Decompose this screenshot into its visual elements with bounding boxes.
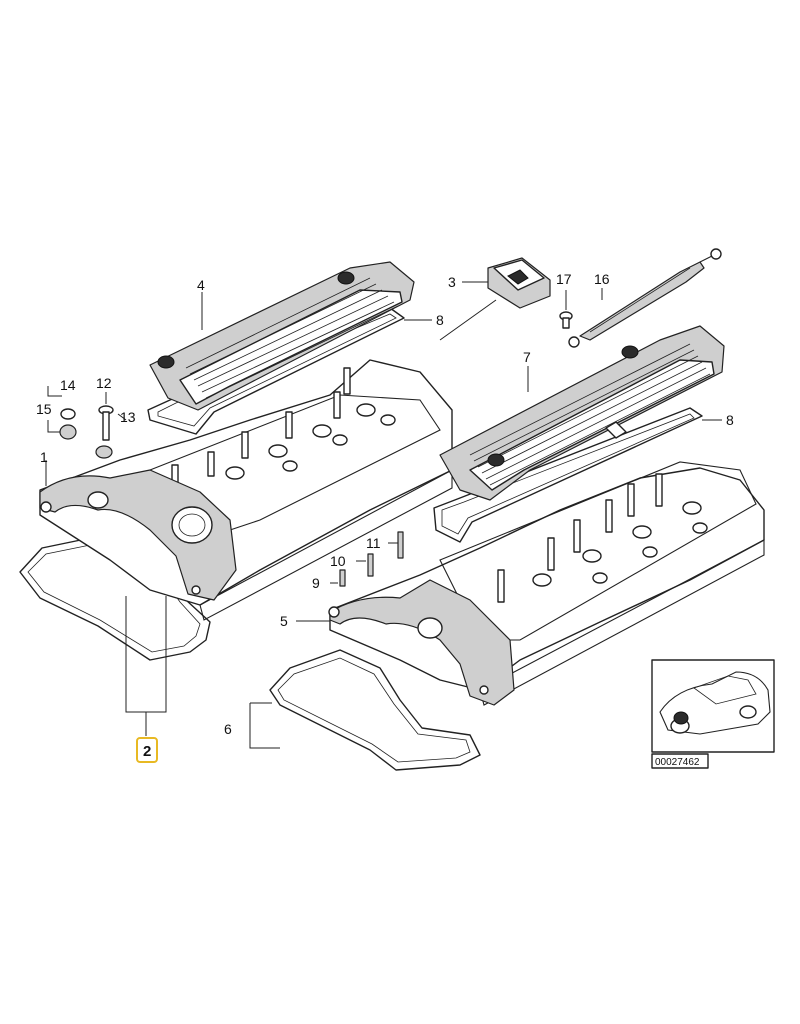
- callout-11: 11: [366, 535, 381, 551]
- callout-1: 1: [40, 449, 48, 465]
- right-gasket: [269, 649, 481, 771]
- oil-filler-cap: [487, 257, 551, 309]
- fastener-set: [59, 405, 114, 459]
- callout-6: 6: [224, 721, 232, 737]
- left-oil-cap-opening: [171, 506, 213, 544]
- callout-12: 12: [96, 375, 112, 391]
- callout-8-upper: 8: [436, 312, 444, 328]
- callout-4: 4: [197, 277, 205, 293]
- callout-2-highlight-box[interactable]: [136, 737, 158, 763]
- callout-10: 10: [330, 553, 346, 569]
- leader-lines: [45, 281, 722, 749]
- dowel-pins: [339, 531, 404, 587]
- callout-17: 17: [556, 271, 572, 287]
- callout-9: 9: [312, 575, 320, 591]
- right-front-cap: [329, 579, 515, 706]
- engine-location-marker: [673, 711, 689, 725]
- callout-16: 16: [594, 271, 610, 287]
- inset-reference-number: 00027462: [655, 757, 700, 768]
- right-valve-cover-assembly: [269, 461, 765, 771]
- left-valve-cover-assembly: [19, 359, 453, 661]
- callout-2[interactable]: 2: [143, 743, 151, 760]
- left-plug-holes: [225, 403, 396, 480]
- callout-3: 3: [448, 274, 456, 290]
- right-studs: [497, 473, 663, 603]
- callout-5: 5: [280, 613, 288, 629]
- left-valve-cover-body: [39, 359, 453, 606]
- callout-labels: 1 2 3 4 5 6 7 8 8 9 10 11 12 13 14 15 16…: [36, 271, 734, 763]
- screw-17: [559, 311, 573, 329]
- ground-strap: [568, 248, 722, 348]
- callout-13: 13: [120, 409, 136, 425]
- callout-7: 7: [523, 349, 531, 365]
- callout-14: 14: [60, 377, 76, 393]
- vehicle-locator-inset: 00027462: [651, 659, 775, 769]
- right-plug-holes: [532, 501, 708, 587]
- right-trim-cover: [439, 325, 725, 501]
- left-trim-cover: [149, 261, 415, 411]
- callout-15: 15: [36, 401, 52, 417]
- left-studs: [171, 367, 351, 490]
- callout-8-lower: 8: [726, 412, 734, 428]
